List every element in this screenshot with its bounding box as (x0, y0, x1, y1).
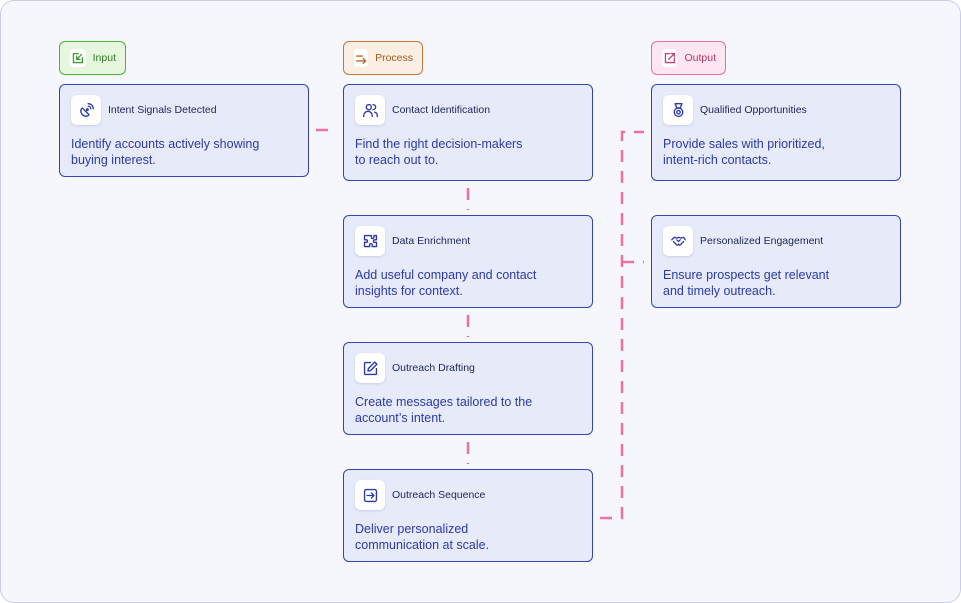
card-description: Find the right decision-makers to reach … (355, 137, 523, 167)
card-data-enrichment: Data Enrichment Add useful company and c… (343, 215, 593, 308)
card-contact-identification: Contact Identification Find the right de… (343, 84, 593, 181)
card-intent-signals: Intent Signals Detected Identify account… (59, 84, 309, 177)
signal-icon (71, 95, 101, 125)
arrow-in-box-icon (70, 49, 86, 67)
output-badge-label: Output (684, 52, 716, 64)
arrow-right-square-icon (355, 480, 385, 510)
handshake-icon (663, 226, 693, 256)
card-title: Qualified Opportunities (700, 104, 807, 116)
card-outreach-sequence: Outreach Sequence Deliver personalized c… (343, 469, 593, 562)
card-description: Deliver personalized communication at sc… (355, 522, 490, 552)
card-description: Ensure prospects get relevant and timely… (663, 268, 830, 298)
arrow-out-box-icon (662, 49, 678, 67)
card-description: Provide sales with prioritized, intent-r… (663, 137, 825, 167)
process-badge-label: Process (375, 52, 413, 64)
award-icon (663, 95, 693, 125)
edit-icon (355, 353, 385, 383)
card-qualified-opportunities: Qualified Opportunities Provide sales wi… (651, 84, 901, 181)
users-icon (355, 95, 385, 125)
card-outreach-drafting: Outreach Drafting Create messages tailor… (343, 342, 593, 435)
output-badge: Output (651, 41, 726, 75)
card-title: Personalized Engagement (700, 235, 824, 247)
card-personalized-engagement: Personalized Engagement Ensure prospects… (651, 215, 901, 308)
card-title: Outreach Drafting (392, 362, 475, 374)
card-title: Contact Identification (392, 104, 491, 116)
card-description: Add useful company and contact insights … (355, 268, 537, 298)
process-badge: Process (343, 41, 423, 75)
input-badge: Input (59, 41, 126, 75)
card-description: Identify accounts actively showing buyin… (71, 137, 260, 167)
card-description: Create messages tailored to the account’… (355, 395, 533, 425)
arrows-right-icon (354, 49, 369, 67)
input-badge-label: Input (92, 52, 116, 64)
card-title: Intent Signals Detected (108, 104, 217, 116)
card-title: Outreach Sequence (392, 489, 486, 501)
connector-process-to-output (600, 130, 644, 520)
puzzle-icon (355, 226, 385, 256)
card-title: Data Enrichment (392, 235, 471, 247)
